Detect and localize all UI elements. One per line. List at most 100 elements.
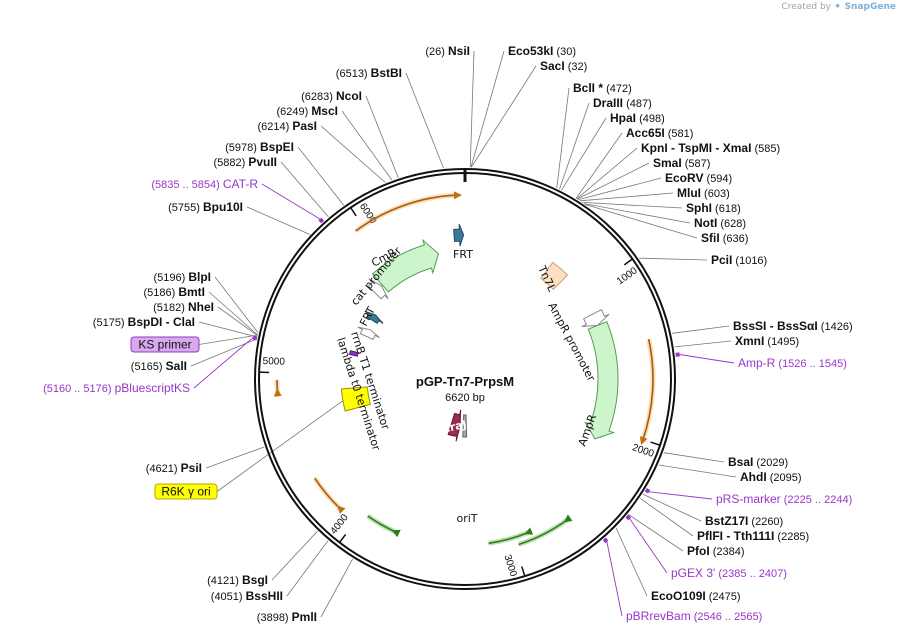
enzyme-connector (471, 66, 536, 167)
enzyme-site-label: SfiI (636) (701, 231, 748, 245)
enzyme-connector (580, 193, 673, 201)
tick-label: 2000 (631, 442, 656, 460)
primer-site (253, 336, 258, 341)
primer-label: pRS-marker (2225 .. 2244) (716, 492, 852, 506)
tick-label: 3000 (502, 553, 519, 578)
enzyme-connector (406, 73, 444, 168)
tick-mark (340, 534, 346, 542)
ks-primer-box-connector (199, 335, 258, 344)
enzyme-site-label: PciI (1016) (711, 253, 767, 267)
primer-connector (680, 355, 734, 364)
primer-site (645, 488, 651, 494)
green-arrow-3 (368, 516, 396, 532)
ampr-promoter-label: AmpR promoter (545, 300, 598, 384)
enzyme-connector (470, 51, 474, 167)
enzyme-connector (209, 292, 258, 335)
enzyme-connector (628, 514, 683, 551)
credit-brand: SnapGene (845, 2, 896, 12)
enzyme-site-label: Eco53kI (30) (508, 44, 576, 58)
primer-label: (5160 .. 5176) pBluescriptKS (43, 381, 190, 395)
primer-connector (630, 519, 667, 573)
enzyme-site-label: (5165) SalI (131, 359, 187, 373)
enzyme-connector (321, 559, 353, 617)
primer-connector (262, 184, 320, 219)
plasmid-length: 6620 bp (445, 392, 485, 404)
enzyme-connector (247, 207, 310, 235)
enzyme-site-label: (6513) BstBI (336, 66, 402, 80)
primer-label: (5835 .. 5854) CAT-R (151, 177, 258, 191)
enzyme-site-label: (6214) PasI (257, 119, 317, 133)
primer-label: pGEX 3' (2385 .. 2407) (671, 566, 787, 580)
enzyme-connector (659, 465, 736, 477)
enzyme-site-label: DraIII (487) (593, 96, 652, 110)
enzyme-connector (576, 133, 622, 198)
enzyme-site-label: (4621) PsiI (146, 461, 202, 475)
primer-site (603, 538, 609, 544)
primer-site (675, 352, 679, 356)
enzyme-site-label: PfoI (2384) (687, 544, 745, 558)
enzyme-site-label: (5978) BspEI (225, 140, 294, 154)
enzyme-site-label: (5175) BspDI - ClaI (93, 315, 195, 329)
enzyme-site-label: Acc65I (581) (626, 126, 693, 140)
enzyme-connector (366, 96, 398, 178)
enzyme-site-label: MluI (603) (677, 186, 730, 200)
tick-mark (351, 208, 357, 216)
enzyme-site-label: (6249) MscI (276, 104, 338, 118)
enzyme-connector (640, 498, 693, 536)
enzyme-connector (664, 453, 724, 462)
enzyme-connector (287, 541, 328, 596)
enzyme-site-label: SacI (32) (540, 59, 587, 73)
enzyme-site-label: KpnI - TspMI - XmaI (585) (641, 141, 780, 155)
enzyme-connector (639, 258, 707, 260)
enzyme-connector (342, 111, 392, 180)
r6k-ori-box-text: R6K γ ori (161, 485, 210, 499)
enzyme-site-label: EcoRV (594) (665, 171, 732, 185)
enzyme-connector (557, 88, 569, 188)
enzyme-connector (281, 162, 328, 217)
primer-connector (194, 338, 253, 388)
enzyme-site-label: (26) NsiI (425, 44, 470, 58)
enzyme-site-label: BstZ17I (2260) (705, 514, 783, 528)
enzyme-site-label: NotI (628) (694, 216, 746, 230)
enzyme-site-label: EcoO109I (2475) (651, 589, 741, 603)
enzyme-connector (675, 341, 731, 347)
enzyme-connector (206, 447, 264, 468)
enzyme-connector (215, 277, 258, 333)
enzyme-connector (560, 103, 590, 189)
enzyme-site-label: (5182) NheI (153, 300, 214, 314)
enzyme-site-label: AhdI (2095) (740, 470, 802, 484)
ks-primer-box-text: KS primer (138, 338, 191, 352)
enzyme-site-label: PflFI - Tth111I (2285) (697, 529, 809, 543)
tick-mark (624, 259, 632, 265)
enzyme-connector (321, 126, 385, 183)
ori-outer-arrow (277, 380, 278, 393)
orit-label: oriT (456, 512, 477, 525)
enzyme-site-label: (6283) NcoI (301, 89, 362, 103)
primer-connector (649, 492, 712, 499)
enzyme-site-label: BsaI (2029) (728, 455, 788, 469)
enzyme-connector (298, 147, 344, 205)
enzyme-connector (471, 51, 504, 167)
enzyme-connector (672, 326, 729, 333)
enzyme-site-label: (5186) BmtI (143, 285, 205, 299)
enzyme-site-label: BssSI - BssSαI (1426) (733, 319, 853, 333)
enzyme-site-label: (5196) BlpI (153, 270, 211, 284)
enzyme-connector (218, 307, 258, 336)
enzyme-site-label: HpaI (498) (610, 111, 665, 125)
enzyme-site-label: (5882) PvuII (213, 155, 277, 169)
primer-label: Amp-R (1526 .. 1545) (738, 356, 847, 370)
enzyme-site-label: SmaI (587) (653, 156, 710, 170)
enzyme-site-label: (4051) BssHII (211, 589, 283, 603)
credit-prefix: Created by (781, 2, 831, 12)
tick-mark (522, 567, 525, 577)
enzyme-connector (272, 531, 318, 580)
snapgene-logo: ✦ SnapGene (834, 2, 896, 12)
enzyme-connector (643, 494, 701, 521)
enzyme-site-label: (5755) Bpu10I (168, 200, 243, 214)
enzyme-connector (578, 178, 661, 200)
enzyme-site-label: (3898) PmlI (257, 610, 317, 624)
enzyme-site-label: BclI * (472) (573, 81, 632, 95)
